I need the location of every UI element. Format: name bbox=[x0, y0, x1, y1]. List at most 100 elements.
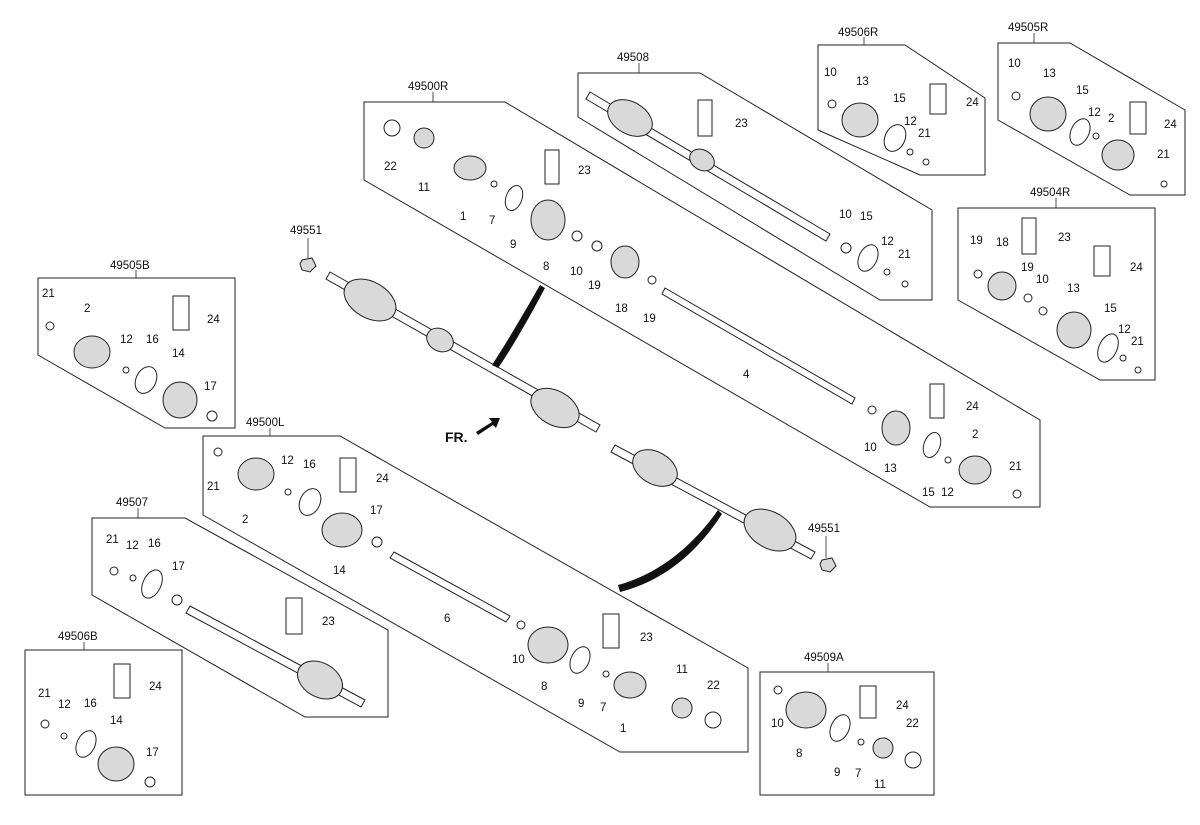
group-49506R-parts bbox=[827, 83, 947, 166]
part-number-8: 8 bbox=[796, 748, 802, 760]
part-number-24: 24 bbox=[966, 97, 979, 109]
part-number-6: 6 bbox=[444, 613, 450, 625]
part-number-16: 16 bbox=[303, 459, 316, 471]
part-number-12: 12 bbox=[126, 540, 139, 552]
main-driveshaft-lower bbox=[610, 444, 816, 560]
part-number-10: 10 bbox=[1008, 58, 1021, 70]
group-label-49505B: 49505B bbox=[110, 260, 150, 272]
part-number-9: 9 bbox=[510, 239, 516, 251]
part-number-23: 23 bbox=[735, 118, 748, 130]
part-number-21: 21 bbox=[42, 288, 55, 300]
part-number-12: 12 bbox=[881, 236, 894, 248]
part-number-15: 15 bbox=[1076, 85, 1089, 97]
part-number-10: 10 bbox=[570, 266, 583, 278]
part-number-10: 10 bbox=[512, 654, 525, 666]
part-number-13: 13 bbox=[1067, 283, 1080, 295]
part-number-13: 13 bbox=[856, 76, 869, 88]
part-number-19: 19 bbox=[588, 280, 601, 292]
part-number-7: 7 bbox=[489, 215, 495, 227]
group-49504R-outline bbox=[957, 207, 1156, 381]
part-number-22: 22 bbox=[906, 718, 919, 730]
part-number-15: 15 bbox=[1104, 303, 1117, 315]
part-number-21: 21 bbox=[38, 688, 51, 700]
part-number-12: 12 bbox=[120, 334, 133, 346]
part-number-23: 23 bbox=[1058, 232, 1071, 244]
group-label-49504R: 49504R bbox=[1030, 187, 1070, 199]
front-arrow-icon bbox=[476, 418, 500, 435]
part-number-22: 22 bbox=[384, 161, 397, 173]
part-number-19: 19 bbox=[1021, 262, 1034, 274]
group-49504R-parts bbox=[973, 217, 1142, 374]
front-marker-label: FR. bbox=[445, 429, 468, 445]
group-label-49500L: 49500L bbox=[246, 417, 285, 429]
part-number-11: 11 bbox=[418, 182, 430, 194]
group-49507-outline bbox=[91, 517, 389, 718]
part-number-8: 8 bbox=[541, 681, 547, 693]
part-number-14: 14 bbox=[333, 565, 346, 577]
part-number-17: 17 bbox=[204, 381, 217, 393]
group-label-49508: 49508 bbox=[617, 52, 649, 64]
part-number-17: 17 bbox=[172, 561, 185, 573]
part-number-24: 24 bbox=[1164, 119, 1177, 131]
group-49500L-parts bbox=[213, 447, 722, 729]
group-49505R-outline bbox=[997, 42, 1186, 196]
group-49508-outline bbox=[577, 72, 933, 301]
group-49505B-parts bbox=[45, 295, 218, 422]
part-number-21: 21 bbox=[898, 249, 911, 261]
group-label-49500R: 49500R bbox=[408, 81, 448, 93]
group-49507-parts bbox=[109, 566, 366, 708]
group-49509A-parts bbox=[773, 685, 922, 769]
part-number-15: 15 bbox=[860, 211, 873, 223]
nut-label-top: 49551 bbox=[290, 225, 322, 237]
part-number-13: 13 bbox=[1043, 68, 1056, 80]
part-number-12: 12 bbox=[1088, 107, 1101, 119]
group-49509A-outline bbox=[759, 671, 935, 796]
part-number-16: 16 bbox=[146, 334, 159, 346]
part-number-12: 12 bbox=[58, 699, 71, 711]
part-number-12: 12 bbox=[904, 116, 917, 128]
part-number-19: 19 bbox=[643, 313, 656, 325]
part-number-11: 11 bbox=[874, 779, 886, 791]
main-driveshaft-upper bbox=[325, 271, 601, 433]
part-number-10: 10 bbox=[771, 718, 784, 730]
part-number-19: 19 bbox=[970, 235, 983, 247]
part-number-9: 9 bbox=[578, 698, 584, 710]
part-number-15: 15 bbox=[893, 93, 906, 105]
part-number-9: 9 bbox=[834, 767, 840, 779]
part-number-17: 17 bbox=[146, 747, 159, 759]
group-49506B-parts bbox=[40, 663, 156, 788]
part-number-18: 18 bbox=[615, 303, 628, 315]
group-label-leaders bbox=[83, 33, 1057, 672]
part-number-24: 24 bbox=[1130, 262, 1143, 274]
part-number-24: 24 bbox=[896, 700, 909, 712]
part-number-2: 2 bbox=[242, 514, 248, 526]
part-number-24: 24 bbox=[149, 681, 162, 693]
part-number-1: 1 bbox=[460, 211, 466, 223]
part-number-11: 11 bbox=[676, 664, 688, 676]
group-49506B-outline bbox=[24, 649, 183, 796]
nut-icon-top bbox=[299, 257, 317, 273]
part-number-17: 17 bbox=[370, 505, 383, 517]
part-number-12: 12 bbox=[941, 487, 954, 499]
part-number-7: 7 bbox=[855, 768, 861, 780]
group-label-49506B: 49506B bbox=[58, 631, 98, 643]
part-number-12: 12 bbox=[281, 455, 294, 467]
nut-label-bottom: 49551 bbox=[808, 523, 840, 535]
part-number-13: 13 bbox=[884, 463, 897, 475]
part-number-21: 21 bbox=[1131, 336, 1144, 348]
part-number-16: 16 bbox=[148, 538, 161, 550]
group-label-49505R: 49505R bbox=[1008, 22, 1048, 34]
nut-icon-bottom bbox=[819, 557, 837, 573]
part-number-15: 15 bbox=[922, 487, 935, 499]
part-number-16: 16 bbox=[84, 698, 97, 710]
part-number-18: 18 bbox=[996, 237, 1009, 249]
part-number-14: 14 bbox=[110, 715, 123, 727]
part-number-24: 24 bbox=[966, 401, 979, 413]
part-number-1: 1 bbox=[620, 723, 626, 735]
group-49508-parts bbox=[585, 91, 909, 288]
part-number-21: 21 bbox=[1157, 149, 1170, 161]
part-number-21: 21 bbox=[106, 534, 119, 546]
part-number-14: 14 bbox=[172, 348, 185, 360]
